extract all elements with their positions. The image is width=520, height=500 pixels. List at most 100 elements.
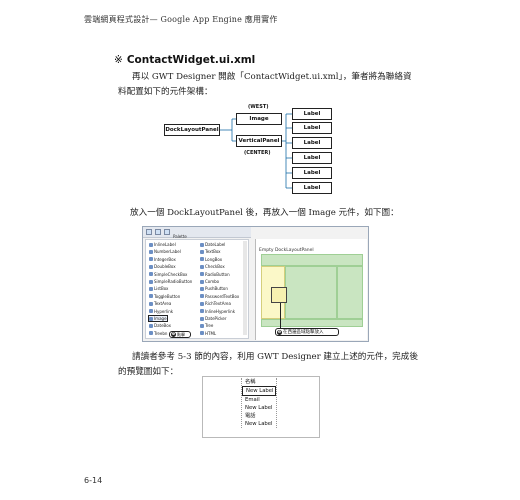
preview-row-5: New Label (245, 421, 273, 427)
palette-item-tree[interactable]: Tree (200, 323, 213, 328)
dock-east-region[interactable] (337, 266, 363, 319)
label-box-0: Label (292, 108, 332, 120)
palette-item-numberlabel[interactable]: NumberLabel (149, 249, 181, 254)
palette-item-richtextarea[interactable]: RichTextArea (200, 301, 231, 306)
palette-item-pushbutton[interactable]: PushButton (200, 286, 228, 291)
palette-item-togglebutton[interactable]: ToggleButton (149, 294, 180, 299)
image-box: Image (236, 113, 282, 125)
widget-icon (200, 331, 204, 336)
palette-scrollbar[interactable] (243, 241, 247, 335)
palette-item-hyperlink[interactable]: Hyperlink (149, 309, 173, 314)
widget-icon (200, 309, 204, 314)
component-diagram: (WEST) Image DockLayoutPanel VerticalPan… (160, 100, 360, 200)
toolbar-zoom-icon[interactable] (164, 229, 170, 235)
widget-icon (149, 294, 153, 299)
palette-item-longbox[interactable]: LongBox (200, 257, 222, 262)
empty-dock-label: Empty DockLayoutPanel (259, 248, 314, 253)
widget-icon (149, 264, 153, 269)
preview-column: 名稱 New Label Email New Label 電話 New Labe… (241, 378, 277, 428)
step2-text: 在西邊區域點擊放入 (283, 330, 324, 335)
palette-item-simpleradiobutton[interactable]: SimpleRadioButton (149, 279, 192, 284)
palette-item-label: DatePicker (205, 316, 227, 321)
preview-row-2: Email (245, 397, 260, 403)
widget-icon (149, 242, 153, 247)
section-mark: ※ (114, 54, 123, 66)
label-box-5: Label (292, 182, 332, 194)
palette-item-integerbox[interactable]: IntegerBox (149, 257, 176, 262)
palette-item-radiobutton[interactable]: RadioButton (200, 272, 230, 277)
dock-center-region[interactable] (285, 266, 337, 319)
page-number: 6-14 (84, 476, 103, 485)
preview-row-4: 電話 (245, 413, 256, 419)
widget-icon (149, 301, 153, 306)
step1-text: 點擊 (177, 331, 185, 337)
palette-item-inlinelabel[interactable]: InlineLabel (149, 242, 176, 247)
widget-icon (149, 272, 153, 277)
running-header: 雲端網頁程式設計— Google App Engine 應用實作 (84, 15, 278, 24)
widget-icon (149, 331, 153, 336)
label-box-3: Label (292, 152, 332, 164)
dock-layout-panel-box: DockLayoutPanel (164, 124, 220, 136)
palette-item-passwordtextbox[interactable]: PasswordTextBox (200, 294, 239, 299)
palette-item-label: ListBox (154, 286, 169, 292)
toolbar-select-icon[interactable] (146, 229, 152, 235)
palette-item-image[interactable]: Image (148, 315, 168, 322)
widget-icon (149, 279, 153, 284)
palette-item-checkbox[interactable]: CheckBox (200, 264, 225, 269)
paragraph-intro: 再以 GWT Designer 開啟「ContactWidget.ui.xml」… (118, 72, 412, 97)
palette-item-label: Combo (205, 279, 220, 284)
palette-title: Palette (173, 234, 187, 239)
label-box-2: Label (292, 137, 332, 149)
preview-row-3: New Label (245, 405, 273, 411)
section-title: ※ContactWidget.ui.xml (114, 54, 255, 66)
palette-item-label: LongBox (205, 256, 223, 262)
palette-item-datebox[interactable]: DateBox (149, 323, 171, 328)
palette-item-label: TextBox (205, 249, 221, 255)
palette-item-label: InlineHyperlink (205, 308, 236, 314)
palette-item-doublebox[interactable]: DoubleBox (149, 264, 176, 269)
palette-item-label: Image (154, 316, 167, 321)
widget-icon (200, 294, 204, 299)
widget-icon (149, 257, 153, 262)
palette-item-combo[interactable]: Combo (200, 279, 219, 284)
palette-item-textbox[interactable]: TextBox (200, 249, 221, 254)
palette-item-simplecheckbox[interactable]: SimpleCheckBox (149, 272, 187, 277)
widget-icon (200, 279, 204, 284)
palette-item-datepicker[interactable]: DatePicker (200, 316, 226, 321)
widget-icon (200, 272, 204, 277)
toolbar-marquee-icon[interactable] (155, 229, 161, 235)
palette-item-label: CheckBox (205, 264, 225, 270)
palette-item-label: InlineLabel (154, 242, 176, 247)
palette-item-datelabel[interactable]: DateLabel (200, 242, 225, 247)
dock-north-region[interactable] (261, 254, 363, 266)
palette-item-label: PasswordTextBox (205, 293, 240, 299)
center-label: (CENTER) (244, 150, 271, 156)
widget-icon (200, 286, 204, 291)
palette-item-html[interactable]: HTML (200, 331, 216, 336)
palette-item-label: NumberLabel (154, 249, 181, 255)
palette-item-textarea[interactable]: TextArea (149, 301, 171, 306)
diagram-connectors (220, 113, 292, 189)
preview-row-0: 名稱 (245, 379, 256, 385)
step2-number: ❷ (277, 329, 282, 335)
widget-icon (200, 249, 204, 254)
palette-item-label: Tree (205, 323, 214, 329)
palette-item-label: Hyperlink (154, 308, 174, 314)
label-box-1: Label (292, 122, 332, 134)
palette-item-inlinehyperlink[interactable]: InlineHyperlink (200, 309, 235, 314)
palette-item-label: DoubleBox (154, 264, 176, 270)
palette-item-label: RadioButton (205, 271, 230, 277)
palette-item-label: PushButton (205, 286, 228, 292)
palette-item-treebn[interactable]: Treebn (149, 331, 167, 336)
drop-cursor-icon (271, 287, 287, 303)
dock-south-region[interactable] (261, 319, 363, 327)
palette-item-label: HTML (205, 330, 217, 336)
paragraph-dock: 放入一個 DockLayoutPanel 後，再放入一個 Image 元件，如下… (130, 208, 399, 218)
widget-icon (200, 264, 204, 269)
designer-toolbar (143, 227, 251, 238)
widget-icon (200, 316, 204, 321)
palette-item-listbox[interactable]: ListBox (149, 286, 168, 291)
palette-item-label: DateBox (154, 323, 171, 329)
